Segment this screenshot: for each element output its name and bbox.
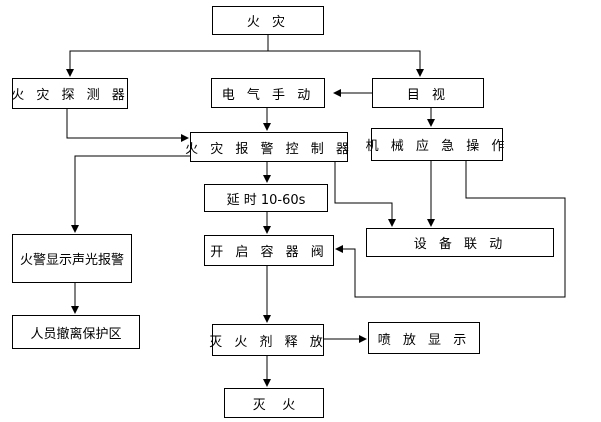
node-equipment-linkage: 设 备 联 动 <box>366 228 554 257</box>
node-electric-manual: 电 气 手 动 <box>211 78 325 108</box>
node-delay: 延 时 10-60s <box>204 184 328 212</box>
node-fire-detector: 火 灾 探 测 器 <box>11 78 128 109</box>
connector-fire-to-detector <box>66 50 268 77</box>
connector-fire-to-visual <box>268 50 424 77</box>
connector-detector-to-controller <box>66 109 189 142</box>
connector-controller-to-alarm <box>71 155 190 233</box>
node-mechanical-emergency: 机 械 应 急 操 作 <box>366 128 504 161</box>
node-visual-inspection: 目 视 <box>372 78 484 108</box>
node-extinguish: 灭 火 <box>224 388 324 418</box>
node-fire-alarm-display: 火警显示声光报警 <box>12 234 132 283</box>
node-open-container-valve: 开 启 容 器 阀 <box>204 235 334 266</box>
connector-controller-to-linkage <box>334 162 396 227</box>
node-agent-release: 灭 火 剂 释 放 <box>209 324 324 356</box>
node-fire-alarm-controller: 火 灾 报 警 控 制 器 <box>185 132 349 162</box>
node-evacuate-protected-zone: 人员撤离保护区 <box>12 315 140 349</box>
node-fire: 火 灾 <box>212 6 324 35</box>
node-spray-display: 喷 放 显 示 <box>368 322 480 354</box>
connector-emergency-to-valve <box>335 161 566 298</box>
